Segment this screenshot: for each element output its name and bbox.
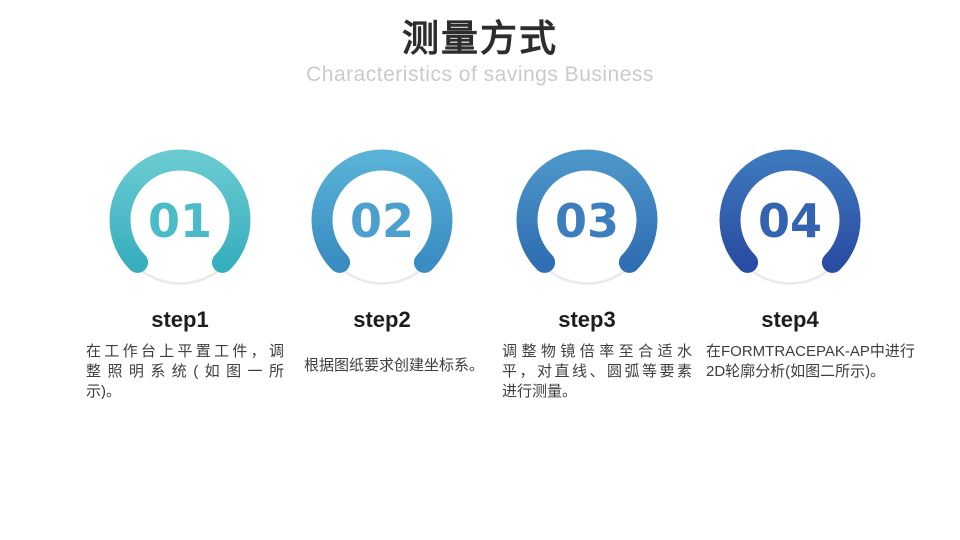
description-line: 进行测量。 (502, 383, 578, 400)
step-column-4: 04 step4 在FORMTRACEPAK-AP中进行 2D轮廓分析(如图二所… (685, 140, 915, 382)
step-label: step2 (353, 307, 411, 332)
page-subtitle: Characteristics of savings Business (306, 63, 654, 86)
step-column-1: 01 step1 在工作台上平置工件，调 整照明系统(如图一所 示)。 (75, 140, 285, 402)
step-description: 在FORMTRACEPAK-AP中进行 2D轮廓分析(如图二所示)。 (706, 342, 942, 382)
step-label: step1 (151, 307, 209, 332)
description-line: 根据图纸要求创建坐标系。 (304, 357, 485, 374)
description-line: 2D轮廓分析(如图二所示)。 (706, 363, 886, 380)
step-number: 04 (757, 194, 822, 248)
step-number: 03 (554, 194, 619, 248)
step3-ring-icon (516, 149, 658, 285)
step4-ring-wrap: 04 (710, 140, 870, 300)
step-description: 根据图纸要求创建坐标系。 (304, 356, 509, 376)
step-column-3: 03 step3 调整物镜倍率至合适水 平，对直线、圆弧等要素 进行测量。 (482, 140, 692, 402)
description-line: 平，对直线、圆弧等要素 (502, 363, 692, 380)
step-description: 调整物镜倍率至合适水 平，对直线、圆弧等要素 进行测量。 (502, 342, 692, 402)
description-line: 整照明系统(如图一所 (86, 363, 284, 380)
description-line: 调整物镜倍率至合适水 (502, 343, 692, 360)
description-line: 在工作台上平置工件，调 (86, 343, 284, 360)
step-description: 在工作台上平置工件，调 整照明系统(如图一所 示)。 (86, 342, 284, 402)
slide-header: 测量方式 Characteristics of savings Business (0, 18, 960, 88)
step-label: step4 (761, 307, 819, 332)
description-line: 在FORMTRACEPAK-AP中进行 (706, 343, 915, 360)
step4-ring-icon (719, 149, 861, 285)
step3-ring-wrap: 03 (507, 140, 667, 300)
step-label: step3 (558, 307, 616, 332)
step-number: 01 (147, 194, 212, 248)
step2-ring-icon (311, 149, 453, 285)
page-title: 测量方式 (402, 18, 558, 59)
description-line: 示)。 (86, 383, 121, 400)
step1-ring-icon (109, 149, 251, 285)
step-column-2: 02 step2 根据图纸要求创建坐标系。 (277, 140, 487, 376)
step-number: 02 (349, 194, 414, 248)
step1-ring-wrap: 01 (100, 140, 260, 300)
step2-ring-wrap: 02 (302, 140, 462, 300)
